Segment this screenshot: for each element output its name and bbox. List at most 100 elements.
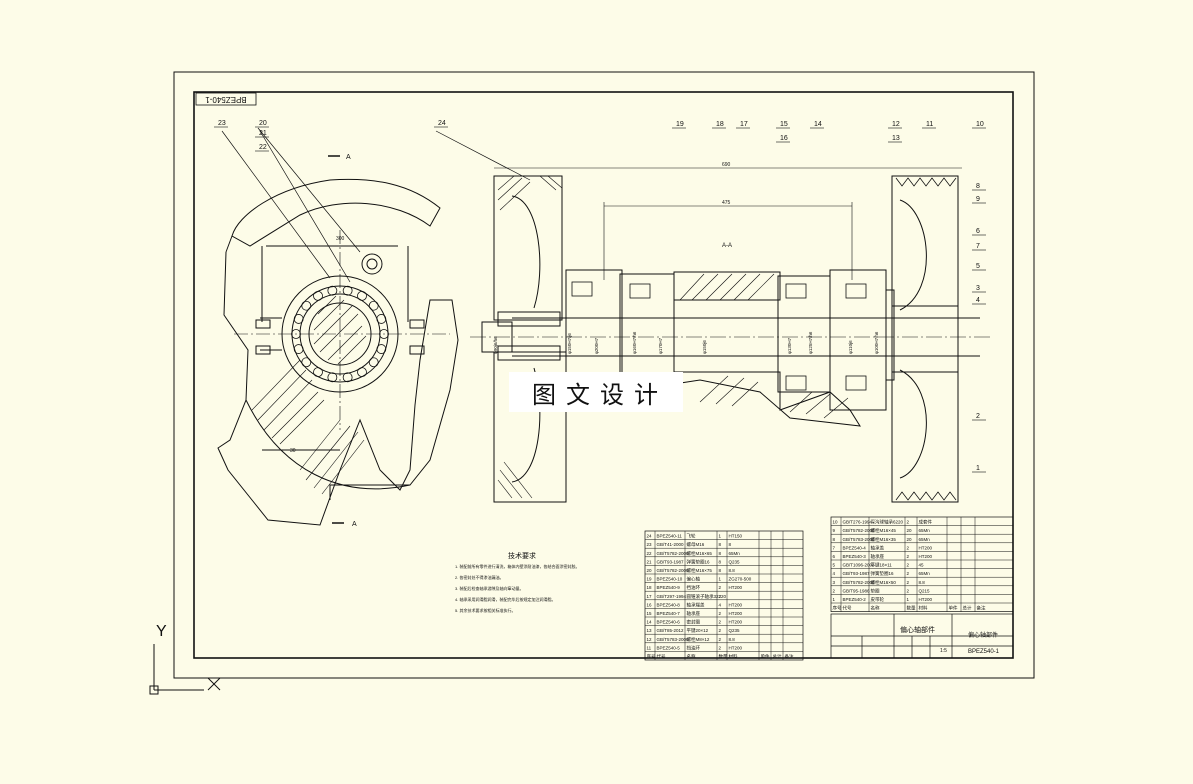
bom-cell: HT200	[919, 545, 933, 550]
diameter-callout: φ100H7/h6	[874, 331, 879, 354]
bom-header-cell: 代号	[657, 653, 666, 660]
bom-cell: 9	[833, 528, 836, 533]
bom-header-cell: 名称	[871, 605, 880, 612]
bom-cell: GB/T5782-2000	[843, 528, 876, 533]
bom-header-cell: 序号	[833, 605, 842, 612]
ucs-y-label: Y	[156, 623, 167, 640]
bom-cell: 螺栓M16×50	[871, 579, 897, 586]
bom-cell: 深沟球轴承6220	[871, 519, 904, 526]
bom-cell: 2	[719, 645, 722, 650]
bom-cell: 轴承座	[687, 610, 701, 617]
bom-cell: GB/T5782-2000	[843, 580, 876, 585]
bom-cell: 2	[833, 588, 836, 593]
bom-frame	[830, 516, 1014, 612]
part-balloon-10: 10	[976, 121, 984, 128]
bom-cell: HT200	[729, 602, 743, 607]
rotated-number-box: BPEZ540-1	[195, 92, 257, 106]
title-drawing-title: 偏心轴部件	[968, 631, 998, 639]
cut-label-bottom: A	[352, 521, 357, 528]
bom-cell: 2	[719, 620, 722, 625]
part-balloon-13: 13	[892, 135, 900, 142]
diameter-callout: φ130H7	[787, 337, 792, 354]
bom-cell: BPEZ540-2	[843, 597, 867, 602]
pulley-grooves	[895, 177, 957, 501]
bearing-roller	[293, 314, 304, 324]
bearing-roller	[301, 357, 312, 368]
bom-cell: 弹簧垫圈16	[871, 570, 895, 577]
bearing-roller	[293, 344, 304, 354]
bom-header-cell: 材料	[919, 605, 928, 612]
dimension-lines	[494, 167, 962, 280]
bom-cell: 1	[719, 534, 722, 539]
part-balloon-21: 21	[259, 130, 267, 137]
bom-cell: GB/T85-2012	[657, 628, 685, 633]
bom-cell: 1	[833, 597, 836, 602]
bom-cell: 18	[647, 585, 653, 590]
rotated-drawing-number: BPEZ540-1	[205, 95, 247, 104]
bom-cell: 弹簧垫圈16	[687, 558, 711, 565]
bom-cell: 16	[647, 602, 653, 607]
bom-cell: BPEZ540-6	[657, 620, 681, 625]
bom-cell: 45	[919, 563, 925, 568]
bom-cell: 4	[833, 571, 836, 576]
cut-label-top: A	[346, 154, 351, 161]
dim-left-width: 300	[336, 236, 345, 242]
diameter-callout: φ90j6/h6	[493, 336, 498, 354]
bom-cell: BPEZ540-7	[657, 611, 681, 616]
bom-cell: GB/T5782-2000	[657, 551, 690, 556]
bom-cell: BPEZ540-3	[843, 554, 867, 559]
bom-cell: 2	[719, 637, 722, 642]
bom-cell: 12	[647, 637, 653, 642]
bom-cell: 23	[647, 542, 653, 547]
bom-cell: 65Mn	[919, 528, 931, 533]
bom-header-cell: 名称	[687, 653, 696, 660]
bom-cell: GB/T297-1994	[657, 594, 687, 599]
part-balloon-18: 18	[716, 121, 724, 128]
bom-cell: 2	[719, 585, 722, 590]
pulley	[891, 175, 959, 503]
watermark-label: 图文设计	[509, 372, 683, 412]
part-balloon-8: 8	[976, 183, 980, 190]
bom-cell: 1	[907, 597, 910, 602]
tech-req-line: 2. 各密封处不得渗油漏油。	[455, 574, 503, 580]
part-balloon-12: 12	[892, 121, 900, 128]
bom-cell: 螺栓M16×75	[687, 567, 713, 574]
title-unit: 偏心轴部件	[900, 625, 935, 634]
bom-cell: 8.8	[729, 637, 736, 642]
bearing-roller	[313, 367, 323, 378]
bearing-roller	[357, 367, 367, 378]
bom-cell: 19	[647, 577, 653, 582]
bom-cell: 24	[647, 534, 653, 539]
bom-cell: HT200	[729, 620, 743, 625]
ucs-icon	[149, 644, 221, 695]
bearing-roller	[376, 314, 387, 324]
part-balloon-7: 7	[976, 243, 980, 250]
bom-cell: 10	[833, 520, 839, 525]
bom-cell: 8	[719, 559, 722, 564]
left-hatching	[251, 295, 367, 495]
part-balloon-17: 17	[740, 121, 748, 128]
bom-cell: 2	[907, 563, 910, 568]
bom-cell: 3	[833, 580, 836, 585]
bom-header-cell: 总计	[963, 605, 972, 612]
bom-cell: GB/T276-1994	[843, 520, 873, 525]
bom-cell: 螺栓M16×45	[871, 527, 897, 534]
bom-cell: 17	[647, 594, 653, 599]
bom-cell: 平键20×12	[687, 627, 709, 634]
bearing-roller	[342, 285, 353, 296]
bom-cell: 22	[647, 551, 653, 556]
part-balloon-14: 14	[814, 121, 822, 128]
bom-cell: 密封圈	[687, 619, 701, 626]
bom-cell: 6	[833, 554, 836, 559]
bom-cell: BPEZ540-10	[657, 577, 683, 582]
bom-cell: 7	[833, 545, 836, 550]
bearing-roller	[342, 372, 353, 383]
bom-cell: 8	[719, 542, 722, 547]
bom-cell: 挡油环	[687, 644, 701, 651]
bom-cell: 2	[719, 594, 722, 599]
bom-cell: 轴承端盖	[687, 601, 705, 608]
